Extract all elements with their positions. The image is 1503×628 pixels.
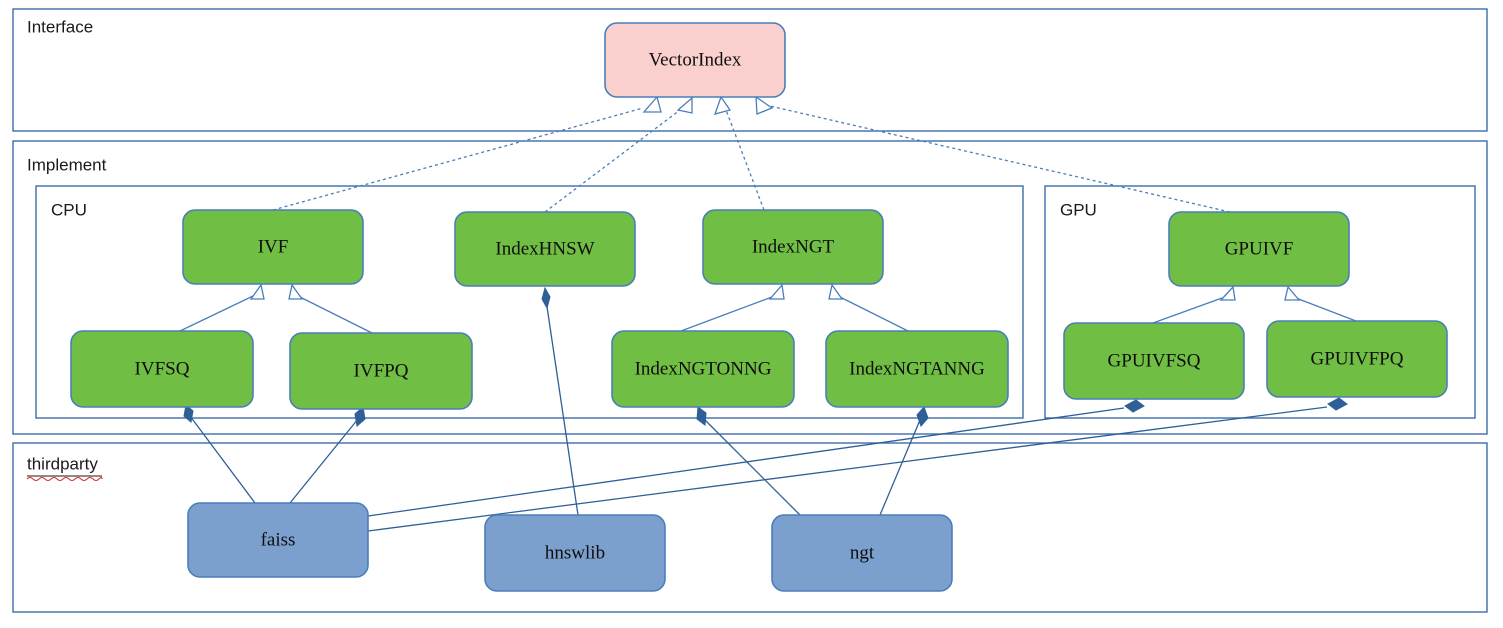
node-ivf-label: IVF [258, 236, 289, 257]
edge-gpuivfsq-to-gpuivf [1152, 285, 1236, 324]
node-ivfsq-label: IVFSQ [135, 358, 190, 379]
node-gpuivf-box [1168, 211, 1350, 287]
node-ngt[interactable]: ngt [771, 514, 953, 592]
node-ivf-box [182, 209, 364, 285]
node-ivfpq-label: IVFPQ [354, 360, 409, 381]
filled-diamond-arrowhead [183, 404, 194, 423]
container-gpu-label: GPU [1060, 200, 1097, 219]
node-gpuivfsq-box [1063, 322, 1245, 400]
edge-ivf-to-vectorindex [272, 95, 662, 211]
hollow-triangle-arrowhead [642, 95, 662, 113]
node-indexngt-box [702, 209, 884, 285]
node-indexhnsw-box [454, 211, 636, 287]
edge-faiss-to-ivfpq [289, 406, 366, 504]
node-vectorindex-label: VectorIndex [649, 49, 742, 70]
hollow-triangle-arrowhead [768, 283, 785, 300]
filled-diamond-arrowhead [1124, 399, 1145, 413]
filled-diamond-arrowhead [696, 406, 707, 426]
edge-indexngt-to-vectorindex [713, 95, 765, 211]
node-gpuivf-label: GPUIVF [1225, 238, 1294, 259]
node-indexngt-label: IndexNGT [752, 236, 835, 257]
node-gpuivf[interactable]: GPUIVF [1168, 211, 1350, 287]
edge-ngt-to-indexngtonng [696, 406, 801, 516]
node-vectorindex[interactable]: VectorIndex [604, 22, 786, 98]
node-gpuivfpq[interactable]: GPUIVFPQ [1266, 320, 1448, 398]
edge-faiss-to-gpuivfsq [367, 399, 1145, 517]
hollow-triangle-arrowhead [755, 95, 774, 115]
node-hnswlib-box [484, 514, 666, 592]
hollow-triangle-arrowhead [828, 283, 844, 300]
node-ivfpq-box [289, 332, 473, 410]
node-gpuivfpq-label: GPUIVFPQ [1311, 348, 1404, 369]
edge-indexhnsw-to-vectorindex [544, 96, 693, 213]
node-faiss-box [187, 502, 369, 578]
filled-diamond-arrowhead [916, 406, 929, 427]
filled-diamond-arrowhead [354, 406, 366, 427]
edge-indexngtanng-to-indexngt [828, 283, 909, 332]
node-ivfpq[interactable]: IVFPQ [289, 332, 473, 410]
node-faiss[interactable]: faiss [187, 502, 369, 578]
node-indexhnsw[interactable]: IndexHNSW [454, 211, 636, 287]
edge-ivfpq-to-ivf [288, 283, 373, 334]
hollow-triangle-arrowhead [1284, 285, 1301, 301]
node-ngt-box [771, 514, 953, 592]
container-thirdparty[interactable]: thirdparty [12, 442, 1488, 613]
node-hnswlib-label: hnswlib [545, 542, 605, 563]
node-ngt-label: ngt [850, 542, 875, 563]
edge-gpuivfpq-to-gpuivf [1284, 285, 1357, 322]
filled-diamond-arrowhead [1327, 397, 1348, 411]
container-thirdparty-label: thirdparty [27, 454, 98, 473]
hollow-triangle-arrowhead [713, 95, 732, 115]
hollow-triangle-arrowhead [288, 283, 304, 300]
container-gpu-border [1044, 185, 1476, 419]
container-interface-label: Interface [27, 17, 93, 36]
hollow-triangle-arrowhead [1219, 285, 1236, 301]
hollow-triangle-arrowhead [249, 283, 265, 300]
node-faiss-label: faiss [261, 529, 296, 550]
node-vectorindex-box [604, 22, 786, 98]
node-ivf[interactable]: IVF [182, 209, 364, 285]
container-implement-label: Implement [27, 155, 107, 174]
container-thirdparty-border [12, 442, 1488, 613]
edge-ngt-to-indexngtanng [879, 406, 929, 516]
node-ivfsq-box [70, 330, 254, 408]
node-indexngtanng[interactable]: IndexNGTANNG [825, 330, 1009, 408]
node-indexhnsw-label: IndexHNSW [495, 238, 594, 259]
container-interface[interactable]: Interface [12, 8, 1488, 132]
node-hnswlib[interactable]: hnswlib [484, 514, 666, 592]
node-gpuivfsq[interactable]: GPUIVFSQ [1063, 322, 1245, 400]
node-indexngtonng-label: IndexNGTONNG [635, 358, 772, 379]
edge-ivfsq-to-ivf [179, 283, 265, 332]
container-gpu[interactable]: GPU [1044, 185, 1476, 419]
edge-gpuivf-to-vectorindex [755, 95, 1231, 213]
node-indexngtanng-box [825, 330, 1009, 408]
edge-faiss-to-ivfsq [183, 404, 256, 504]
container-implement[interactable]: Implement [12, 140, 1488, 435]
container-cpu-border [35, 185, 1024, 419]
container-cpu-label: CPU [51, 200, 87, 219]
container-implement-border [12, 140, 1488, 435]
node-gpuivfsq-label: GPUIVFSQ [1108, 350, 1201, 371]
edge-indexngtonng-to-indexngt [680, 283, 785, 332]
node-ivfsq[interactable]: IVFSQ [70, 330, 254, 408]
edge-hnswlib-to-indexhnsw [541, 286, 579, 516]
edge-faiss-to-gpuivfpq [367, 397, 1348, 532]
node-indexngtonng[interactable]: IndexNGTONNG [611, 330, 795, 408]
node-indexngt[interactable]: IndexNGT [702, 209, 884, 285]
node-indexngtanng-label: IndexNGTANNG [849, 358, 985, 379]
hollow-triangle-arrowhead [676, 96, 693, 114]
container-cpu[interactable]: CPU [35, 185, 1024, 419]
node-indexngtonng-box [611, 330, 795, 408]
container-interface-border [12, 8, 1488, 132]
node-gpuivfpq-box [1266, 320, 1448, 398]
thirdparty-spellcheck-underline [26, 476, 103, 482]
filled-diamond-arrowhead [541, 286, 551, 310]
